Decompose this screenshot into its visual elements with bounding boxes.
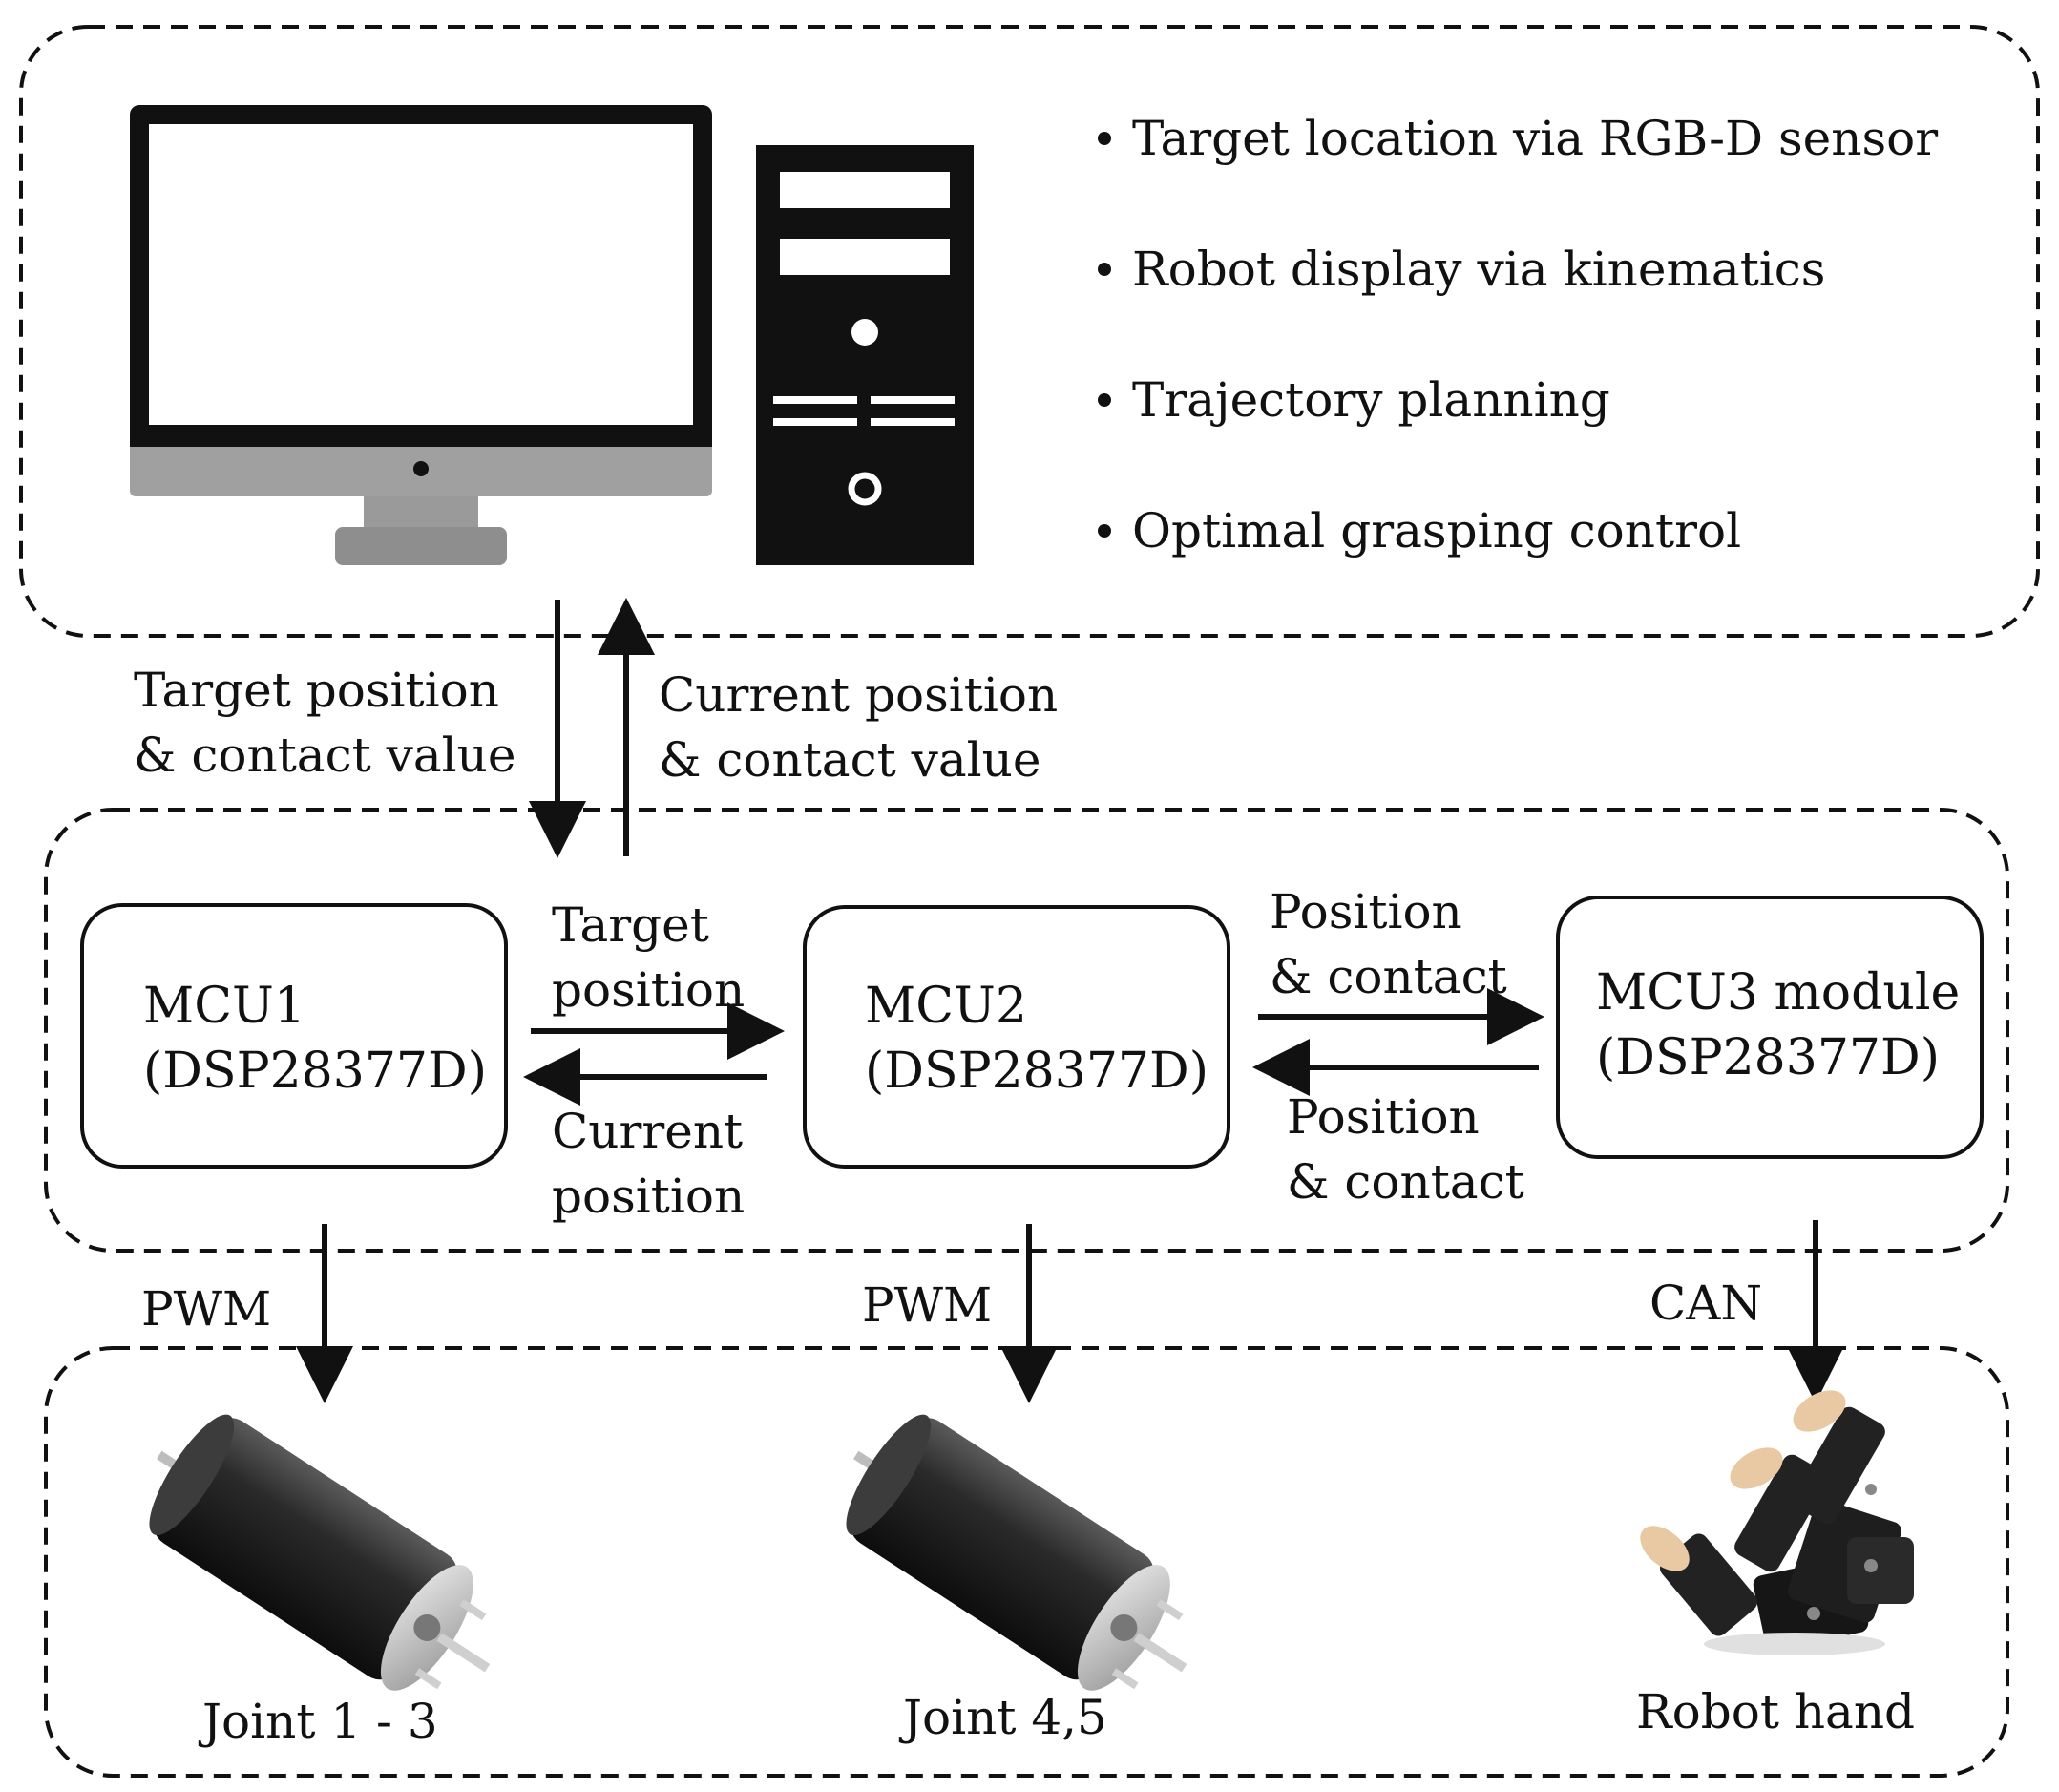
mcu3-chip: (DSP28377D) [1596,1029,1940,1086]
mcu-group-container [44,808,2009,1253]
mcu2-to-mcu1-label-line2: position [552,1169,746,1224]
joint-1-3-label: Joint 1 - 3 [202,1694,438,1749]
list-item: Trajectory planning [1098,371,1938,502]
mcu1-signal-label: PWM [141,1281,272,1337]
joint-4-5-label: Joint 4,5 [903,1690,1107,1745]
pc-function-list: Target location via RGB-D sensor Robot d… [1098,110,1938,633]
mcu3-to-mcu2-label-line2: & contact [1287,1154,1524,1210]
mcu2-name: MCU2 [865,978,1027,1035]
mcu3-name: MCU3 module [1596,964,1961,1022]
mcu2-to-mcu1-label-line1: Current [552,1104,744,1159]
robot-hand-label: Robot hand [1636,1684,1916,1739]
dc-motor-icon [149,1414,491,1691]
robot-hand-icon [1640,1390,1914,1655]
mcu1-box [80,903,508,1169]
mcu3-signal-label: CAN [1649,1275,1763,1331]
mcu3-box [1556,896,1984,1159]
bullet-icon [1098,132,1111,145]
mcu-to-pc-label-line1: Current position [659,667,1059,723]
pc-to-mcu-label-line2: & contact value [134,727,516,783]
dc-motor-icon [846,1414,1187,1691]
mcu2-chip: (DSP28377D) [865,1043,1208,1100]
mcu1-chip: (DSP28377D) [143,1043,487,1100]
pc-group-container [19,25,2040,638]
list-item: Target location via RGB-D sensor [1098,110,1938,241]
bullet-icon [1098,524,1111,538]
mcu2-to-mcu3-label-line1: Position [1270,884,1462,939]
list-item: Optimal grasping control [1098,502,1938,633]
monitor-icon [130,105,712,565]
pc-to-mcu-label-line1: Target position [134,663,499,718]
bullet-icon [1098,393,1111,407]
mcu3-to-mcu2-label-line1: Position [1287,1089,1480,1145]
mcu-to-pc-label-line2: & contact value [659,732,1041,788]
mcu2-signal-label: PWM [862,1277,993,1333]
mcu1-to-mcu2-label-line2: position [552,962,746,1018]
mcu2-box [803,905,1230,1169]
mcu1-to-mcu2-label-line1: Target [552,897,709,953]
list-item: Robot display via kinematics [1098,241,1938,371]
mcu2-to-mcu3-label-line2: & contact [1270,949,1507,1004]
bullet-icon [1098,263,1111,276]
mcu1-name: MCU1 [143,978,305,1035]
pc-tower-icon [756,145,974,565]
